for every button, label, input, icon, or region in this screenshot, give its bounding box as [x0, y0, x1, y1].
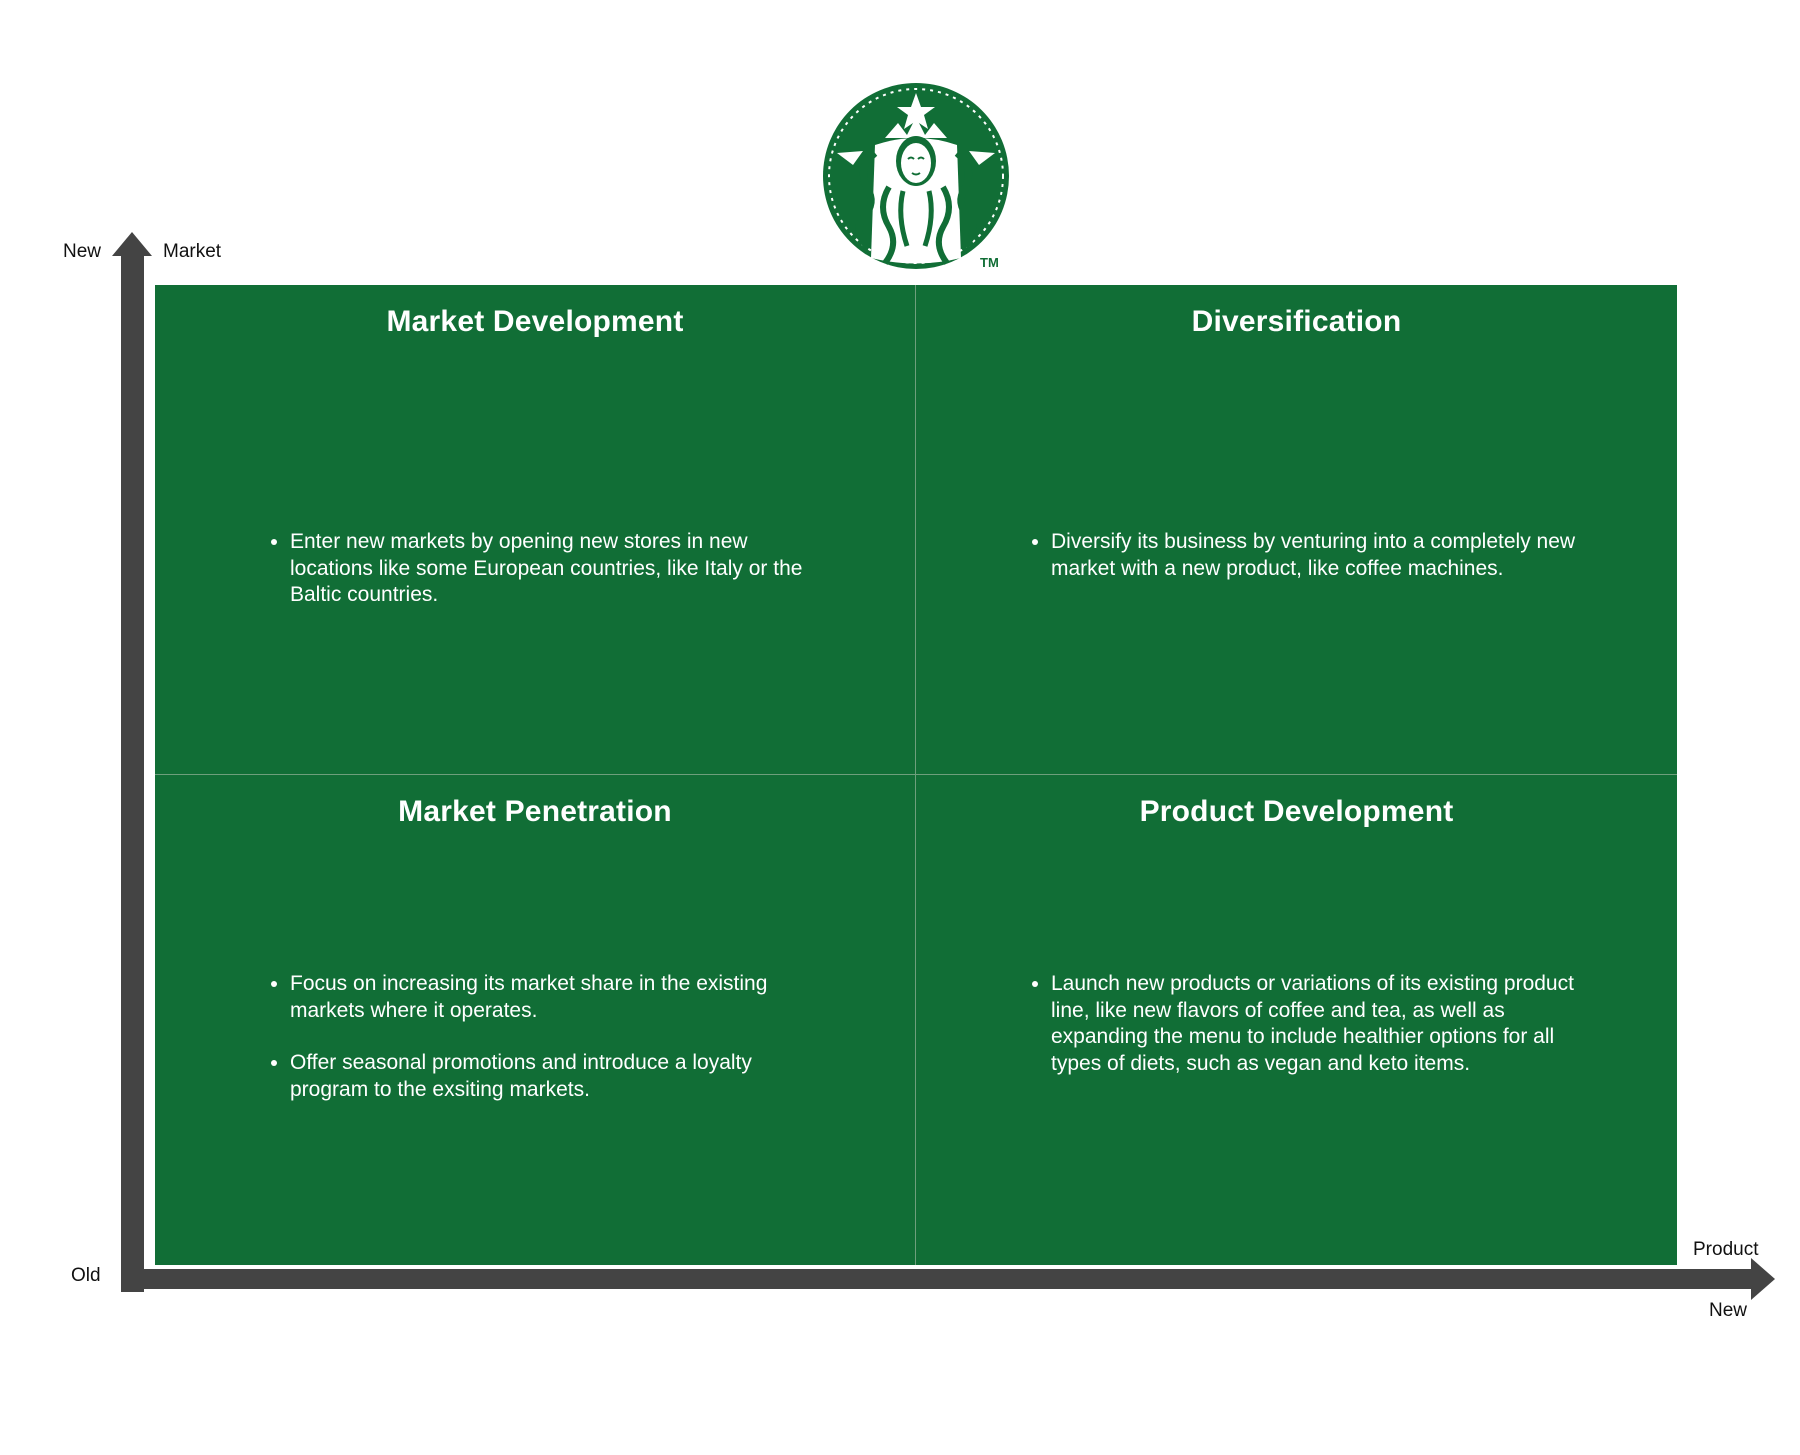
- y-axis-top-label: New: [63, 241, 102, 262]
- x-axis-line: [121, 1269, 1751, 1289]
- quadrant-product-development: Product Development Launch new products …: [916, 775, 1677, 1265]
- bullet-list: Diversify its business by venturing into…: [1024, 529, 1597, 608]
- quadrant-title: Market Penetration: [398, 795, 672, 828]
- y-axis-line: [121, 252, 144, 1292]
- bullet-list: Launch new products or variations of its…: [1024, 971, 1597, 1103]
- x-axis-arrow-icon: [1751, 1258, 1775, 1300]
- quadrant-market-development: Market Development Enter new markets by …: [155, 285, 916, 775]
- bullet-list: Enter new markets by opening new stores …: [263, 529, 835, 635]
- origin-label: Old: [71, 1265, 101, 1286]
- bullet-list: Focus on increasing its market share in …: [263, 971, 835, 1129]
- trademark-mark: TM: [980, 255, 999, 270]
- ansoff-matrix: Market Development Enter new markets by …: [155, 285, 1677, 1265]
- quadrant-market-penetration: Market Penetration Focus on increasing i…: [155, 775, 916, 1265]
- y-axis-arrow-icon: [112, 232, 152, 256]
- quadrant-title: Diversification: [1191, 305, 1402, 338]
- bullet-item: Diversify its business by venturing into…: [1051, 529, 1597, 582]
- bullet-item: Launch new products or variations of its…: [1051, 971, 1597, 1077]
- bullet-item: Enter new markets by opening new stores …: [290, 529, 835, 609]
- x-axis-title: Product: [1693, 1239, 1759, 1260]
- quadrant-diversification: Diversification Diversify its business b…: [916, 285, 1677, 775]
- y-axis-title: Market: [163, 241, 222, 262]
- quadrant-title: Market Development: [386, 305, 684, 338]
- starbucks-logo: [823, 83, 1009, 269]
- bullet-item: Focus on increasing its market share in …: [290, 971, 835, 1024]
- bullet-item: Offer seasonal promotions and introduce …: [290, 1050, 835, 1103]
- x-axis-end-label: New: [1709, 1300, 1748, 1321]
- quadrant-title: Product Development: [1139, 795, 1454, 828]
